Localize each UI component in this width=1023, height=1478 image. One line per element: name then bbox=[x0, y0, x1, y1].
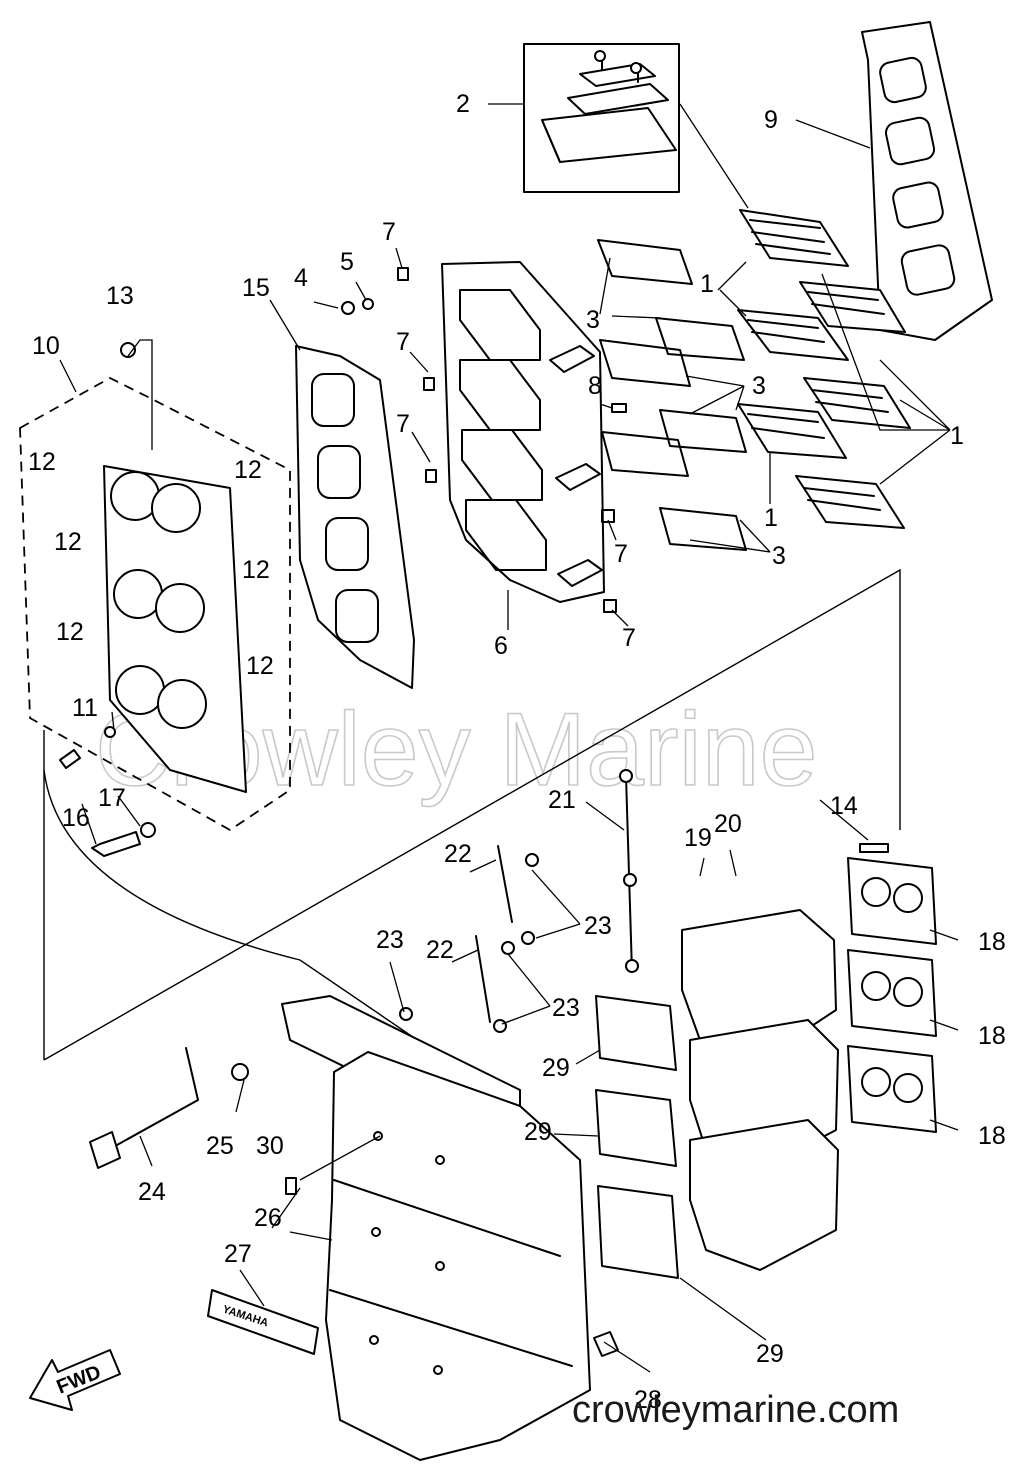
callout-12f: 12 bbox=[246, 652, 274, 680]
callout-15: 15 bbox=[242, 274, 270, 302]
callout-3a: 3 bbox=[586, 306, 600, 334]
callout-1b: 1 bbox=[950, 422, 964, 450]
fwd-text: FWD bbox=[54, 1361, 104, 1398]
silencer-cover-26 bbox=[281, 995, 591, 1461]
callout-13: 13 bbox=[106, 282, 134, 310]
callout-labels: 2 9 1 1 1 3 3 3 4 5 7 7 7 7 7 8 6 15 13 … bbox=[28, 90, 1006, 1414]
callout-22a: 22 bbox=[444, 840, 472, 868]
yamaha-decal-27: YAMAHA bbox=[207, 1289, 319, 1355]
carburetor-bodies bbox=[681, 909, 839, 1271]
callout-18b: 18 bbox=[978, 1022, 1006, 1050]
fwd-arrow: FWD bbox=[29, 1349, 121, 1411]
reed-gaskets-3 bbox=[597, 239, 747, 551]
callout-8: 8 bbox=[588, 372, 602, 400]
callout-23b: 23 bbox=[376, 926, 404, 954]
callout-7a: 7 bbox=[382, 218, 396, 246]
callout-6: 6 bbox=[494, 632, 508, 660]
carburetor-gaskets-18 bbox=[847, 857, 937, 1133]
callout-2: 2 bbox=[456, 90, 470, 118]
callout-18c: 18 bbox=[978, 1122, 1006, 1150]
callout-21: 21 bbox=[548, 786, 576, 814]
reed-valve-assemblies-1 bbox=[737, 209, 911, 529]
carburetor-gaskets-29 bbox=[595, 995, 679, 1279]
callout-12a: 12 bbox=[28, 448, 56, 476]
reed-valve-detail-inset bbox=[523, 43, 680, 193]
callout-20: 20 bbox=[714, 810, 742, 838]
leader-lines bbox=[59, 103, 959, 1373]
callout-12b: 12 bbox=[234, 456, 262, 484]
callout-23c: 23 bbox=[552, 994, 580, 1022]
callout-22b: 22 bbox=[426, 936, 454, 964]
callout-24: 24 bbox=[138, 1178, 166, 1206]
callout-28: 28 bbox=[634, 1386, 662, 1414]
site-url: crowleymarine.com bbox=[572, 1389, 899, 1431]
intake-manifold-6 bbox=[441, 261, 605, 603]
small-fasteners bbox=[59, 267, 889, 857]
callout-29b: 29 bbox=[524, 1118, 552, 1146]
callout-10: 10 bbox=[32, 332, 60, 360]
callout-29c: 29 bbox=[756, 1340, 784, 1368]
callout-29a: 29 bbox=[542, 1054, 570, 1082]
callout-14: 14 bbox=[830, 792, 858, 820]
intake-gasket-9 bbox=[861, 21, 993, 341]
callout-12c: 12 bbox=[54, 528, 82, 556]
callout-18a: 18 bbox=[978, 928, 1006, 956]
callout-30: 30 bbox=[256, 1132, 284, 1160]
callout-7c: 7 bbox=[396, 410, 410, 438]
callout-25: 25 bbox=[206, 1132, 234, 1160]
hose-line bbox=[43, 769, 521, 1111]
callout-3b: 3 bbox=[752, 372, 766, 400]
callout-1a: 1 bbox=[700, 270, 714, 298]
callout-7b: 7 bbox=[396, 328, 410, 356]
callout-23a: 23 bbox=[584, 912, 612, 940]
callout-7e: 7 bbox=[622, 624, 636, 652]
callout-12d: 12 bbox=[242, 556, 270, 584]
callout-16: 16 bbox=[62, 804, 90, 832]
reference-outline bbox=[43, 568, 901, 1061]
callout-17: 17 bbox=[98, 784, 126, 812]
callout-11: 11 bbox=[72, 694, 98, 722]
choke-rod-24 bbox=[89, 1047, 297, 1195]
callout-9: 9 bbox=[764, 106, 778, 134]
callout-4: 4 bbox=[294, 264, 308, 292]
callout-26: 26 bbox=[254, 1204, 282, 1232]
callout-5: 5 bbox=[340, 248, 354, 276]
carburetor-plate-group bbox=[19, 339, 291, 832]
callout-12e: 12 bbox=[56, 618, 84, 646]
gasket-15 bbox=[295, 345, 415, 689]
callout-1c: 1 bbox=[764, 504, 778, 532]
callout-27: 27 bbox=[224, 1240, 252, 1268]
callout-7d: 7 bbox=[614, 540, 628, 568]
callout-3c: 3 bbox=[772, 542, 786, 570]
link-rod-21 bbox=[399, 769, 639, 1033]
callout-19: 19 bbox=[684, 824, 712, 852]
